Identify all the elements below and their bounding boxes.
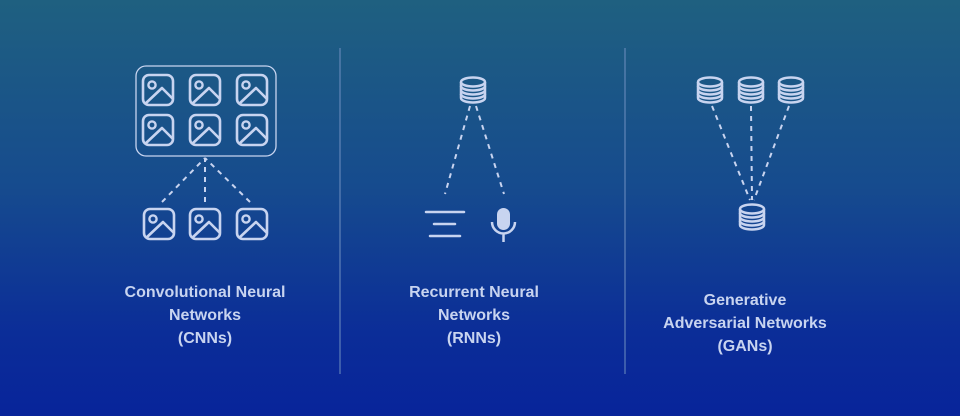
image-icon (188, 113, 222, 147)
title-line: (GANs) (717, 338, 773, 355)
connection-lines (444, 105, 505, 195)
text-align-center-icon (424, 210, 466, 238)
database-icon (459, 76, 487, 104)
title-line: (CNNs) (177, 330, 233, 347)
connection-lines (161, 157, 251, 203)
image-icon (141, 113, 175, 147)
gan-diagram (696, 76, 805, 231)
database-icon (738, 203, 766, 231)
cnn-diagram (135, 65, 277, 241)
title-line: Recurrent Neural (409, 284, 539, 301)
image-icon (235, 73, 269, 107)
image-icon (235, 207, 269, 241)
connection-lines (711, 105, 790, 201)
image-icon (141, 73, 175, 107)
database-icon (777, 76, 805, 104)
image-icon (235, 113, 269, 147)
feature-map-box (135, 65, 277, 157)
title-line: (RNNs) (446, 330, 502, 347)
image-icon (188, 73, 222, 107)
database-icon (696, 76, 724, 104)
database-icon (737, 76, 765, 104)
title-line: Generative (703, 292, 787, 309)
title-line: Networks (168, 307, 242, 324)
image-icon (188, 207, 222, 241)
gan-title: Generative Adversarial Networks (GANs) (625, 289, 865, 358)
rnn-title: Recurrent Neural Networks (RNNs) (354, 281, 594, 350)
title-line: Adversarial Networks (663, 315, 827, 332)
rnn-diagram (424, 76, 517, 242)
microphone-icon (490, 208, 517, 242)
title-line: Convolutional Neural (124, 284, 286, 301)
image-icon (142, 207, 176, 241)
title-line: Networks (437, 307, 511, 324)
cnn-title: Convolutional Neural Networks (CNNs) (85, 281, 325, 350)
